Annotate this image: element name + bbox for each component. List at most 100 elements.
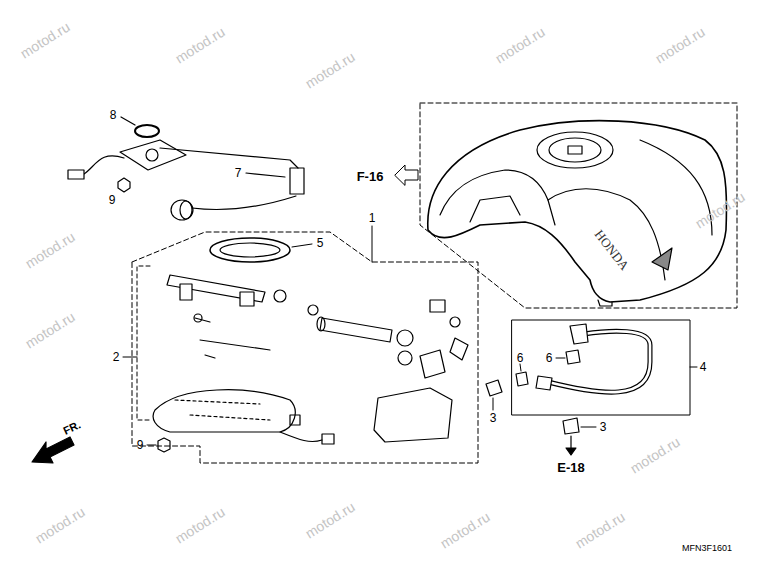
fuel-level-sender-part	[192, 196, 296, 210]
fuel-pump-assembly-part	[398, 351, 412, 365]
front-arrow	[32, 437, 74, 463]
section-reference: E-18	[557, 461, 584, 474]
fuel-pump-assembly-part	[175, 400, 270, 420]
fuel-tank-part	[549, 138, 601, 162]
section-reference: F-16	[357, 170, 384, 183]
fuel-connector-part	[493, 398, 494, 410]
fuel-pump-assembly-part	[280, 432, 322, 442]
fuel-pump-assembly-part	[158, 438, 170, 452]
fuel-pump-assembly-part	[420, 350, 445, 378]
fuel-tank-part	[470, 196, 520, 222]
fuel-level-sender-part	[135, 125, 159, 137]
fuel-tank-part	[548, 189, 665, 280]
fuel-pump-assembly-part	[240, 292, 254, 306]
fuel-hose-set-part	[690, 367, 697, 368]
fuel-pump-assembly-part	[194, 314, 202, 322]
front-arrow-part	[32, 437, 74, 463]
watermark: motod.ru	[303, 49, 357, 90]
fuel-pump-assembly-part	[153, 390, 295, 432]
fuel-hose-set-part	[548, 331, 650, 392]
fuel-pump-assembly-part	[308, 305, 318, 315]
fuel-pump-assembly-part	[450, 317, 460, 327]
fuel-hose-set-part	[556, 358, 565, 359]
fuel-pump-assembly-part	[320, 318, 392, 342]
fuel-pump-assembly-part	[132, 232, 478, 463]
fuel-tank-part	[598, 300, 612, 306]
fuel-hose-set-part	[536, 376, 552, 390]
fuel-hose-set-part	[570, 324, 588, 344]
fuel-hose-set-part	[566, 448, 576, 455]
fuel-level-sender-part	[146, 149, 158, 161]
fuel-level-sender-part	[160, 148, 298, 168]
fuel-connector	[486, 380, 502, 410]
callout-number: 1	[369, 212, 376, 224]
callout-number: 8	[110, 109, 117, 121]
reference-arrow	[395, 165, 418, 185]
watermark: motod.ru	[18, 19, 72, 60]
fuel-hose-set-part	[520, 364, 521, 371]
fuel-hose-set-part	[566, 350, 580, 364]
watermark: motod.ru	[23, 309, 77, 350]
fuel-hose-set-part	[512, 320, 690, 415]
callout-number: 6	[546, 352, 553, 364]
fuel-tank-part	[420, 103, 737, 308]
fuel-pump-assembly-part	[317, 317, 325, 331]
callout-number: 9	[137, 439, 144, 451]
reference-arrow-part	[395, 165, 418, 185]
fuel-pump-assembly-part	[147, 445, 156, 446]
fuel-pump-assembly-part	[210, 238, 290, 262]
fuel-pump-assembly-part	[372, 226, 373, 262]
direction-label: FR.	[62, 419, 83, 436]
fuel-level-sender-part	[68, 170, 84, 179]
callout-number: 6	[517, 352, 524, 364]
watermark: motod.ru	[653, 24, 707, 65]
watermark: motod.ru	[33, 504, 87, 545]
fuel-tank-part	[568, 146, 582, 154]
fuel-pump-assembly-part	[430, 300, 445, 312]
fuel-pump-assembly	[123, 226, 478, 463]
watermark: motod.ru	[173, 504, 227, 545]
fuel-pump-assembly-part	[374, 388, 452, 442]
fuel-hose-set-part	[563, 418, 579, 434]
fuel-connector-part	[486, 380, 502, 396]
fuel-hose-set	[512, 320, 697, 455]
fuel-tank-part	[537, 132, 613, 168]
fuel-pump-assembly-part	[180, 284, 192, 300]
callout-number: 9	[109, 194, 116, 206]
fuel-tank-part	[440, 170, 555, 225]
fuel-hose-set-part	[516, 372, 528, 386]
fuel-pump-assembly-part	[137, 266, 150, 420]
fuel-level-sender-part	[180, 201, 192, 219]
fuel-level-sender-part	[121, 117, 135, 125]
fuel-pump-assembly-part	[195, 318, 270, 358]
fuel-pump-assembly-part	[274, 290, 286, 302]
callout-number: 2	[113, 351, 120, 363]
fuel-hose-set-part	[548, 331, 650, 392]
fuel-tank-part	[652, 248, 672, 270]
watermark: motod.ru	[173, 24, 227, 65]
fuel-level-sender-part	[171, 200, 193, 220]
fuel-level-sender-part	[84, 156, 124, 174]
callout-number: 4	[700, 361, 707, 373]
watermark: motod.ru	[23, 229, 77, 270]
fuel-level-sender-part	[118, 178, 130, 192]
fuel-level-sender	[68, 117, 304, 220]
fuel-hose-set-part	[581, 427, 596, 428]
watermark: motod.ru	[493, 24, 547, 65]
fuel-tank	[420, 103, 737, 308]
callout-number: 7	[235, 167, 242, 179]
callout-number: 5	[317, 237, 324, 249]
watermark: motod.ru	[438, 509, 492, 550]
fuel-level-sender-part	[290, 168, 304, 194]
callout-number: 3	[600, 421, 607, 433]
fuel-pump-assembly-part	[290, 415, 300, 425]
fuel-pump-assembly-part	[397, 330, 413, 346]
fuel-level-sender-part	[120, 140, 186, 170]
callout-number: 3	[490, 412, 497, 424]
fuel-pump-assembly-part	[322, 434, 334, 444]
fuel-tank-part	[428, 121, 727, 302]
fuel-pump-assembly-part	[220, 243, 280, 257]
drawing-code: MFN3F1601	[682, 544, 732, 553]
